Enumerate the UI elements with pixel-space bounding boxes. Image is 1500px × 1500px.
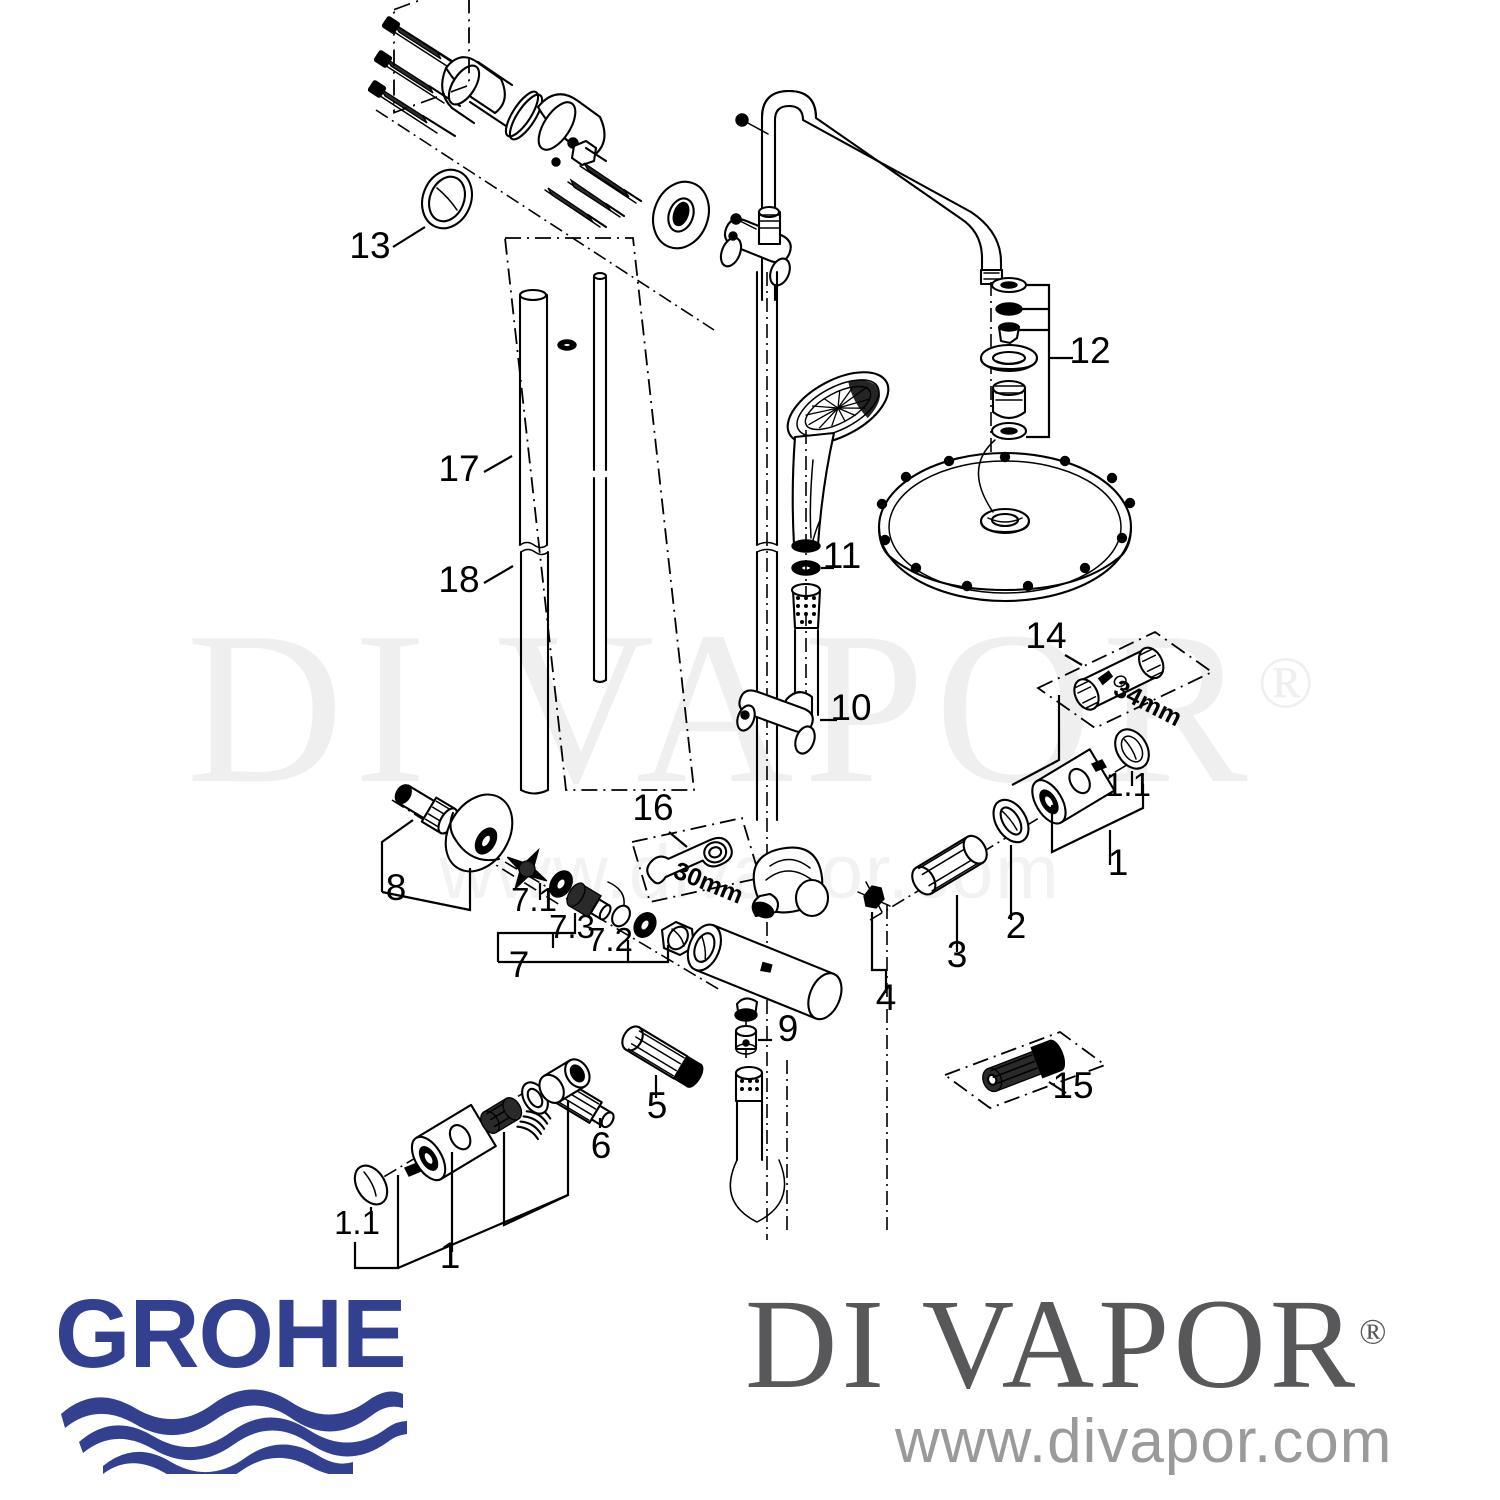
callout-7: 7	[509, 944, 530, 985]
divapor-url: www.divapor.com	[895, 1407, 1393, 1477]
callout-10: 10	[830, 687, 871, 728]
dimension-34mm: 34mm	[1109, 674, 1186, 732]
part-14-cartridge-34mm: 34mm 14	[1011, 615, 1214, 786]
callout-13: 13	[349, 225, 390, 266]
part-group-left-handle: 1.1	[334, 1058, 591, 1276]
callout-16: 16	[632, 787, 673, 828]
callout-8: 8	[386, 867, 407, 908]
divapor-text: DI VAPOR	[745, 1273, 1360, 1415]
callout-2: 2	[1006, 905, 1027, 946]
part-group-right-handle: 3 2 1.1 1	[869, 728, 1151, 975]
callout-11: 11	[823, 535, 861, 576]
grohe-logo: GROHE	[55, 1285, 475, 1475]
rain-shower-head	[876, 439, 1136, 603]
part-13-wall-bracket-assembly: 13	[349, 0, 715, 331]
part-17-18-riser-rails: 17 18	[438, 237, 696, 795]
callout-18: 18	[438, 559, 479, 600]
hand-shower: 11 10	[736, 371, 890, 755]
callout-5: 5	[647, 1085, 668, 1126]
divapor-registered-icon: ®	[1359, 1311, 1387, 1352]
part-12-seal-stack: 12	[979, 276, 1111, 441]
exploded-parts-drawing: 13	[334, 0, 1214, 1276]
part-5-spindle: 5	[621, 1025, 704, 1126]
part-15-cartridge-box: 15	[943, 1030, 1107, 1110]
divapor-logo: DI VAPOR® www.divapor.com	[745, 1277, 1485, 1492]
divapor-wordmark: DI VAPOR®	[745, 1277, 1485, 1411]
part-8-escutcheon: 8	[380, 784, 561, 912]
callout-7-2: 7.2	[587, 921, 633, 958]
callout-9: 9	[778, 1008, 799, 1049]
callout-4: 4	[876, 977, 897, 1018]
grohe-waves-icon	[61, 1389, 407, 1474]
anchor-screws	[367, 16, 468, 138]
riser-and-diverter	[719, 205, 792, 1240]
shower-arm	[735, 89, 1004, 530]
callout-17: 17	[438, 448, 479, 489]
part-4-aerator: 4	[857, 881, 897, 1230]
callout-14: 14	[1025, 615, 1066, 656]
callout-3: 3	[947, 934, 968, 975]
part-13-gasket-box	[393, 0, 473, 230]
callout-1-left: 1	[440, 1235, 461, 1276]
grohe-wordmark: GROHE	[55, 1279, 407, 1388]
callout-7-3: 7.3	[549, 908, 595, 945]
callout-12: 12	[1069, 330, 1110, 371]
callout-1-1-left: 1.1	[334, 1204, 380, 1241]
callout-1-right: 1	[1108, 842, 1129, 883]
thermostatic-mixer-body: 9	[686, 846, 843, 1230]
footer-logos: GROHE DI VAPOR® www.divapor.com	[0, 1275, 1500, 1500]
part-16-spanner-30mm: 30mm 16	[630, 787, 762, 910]
callout-15: 15	[1052, 1065, 1093, 1106]
part-group-7-s-union: 7.1 7.3	[496, 847, 721, 991]
callout-6: 6	[591, 1125, 612, 1166]
